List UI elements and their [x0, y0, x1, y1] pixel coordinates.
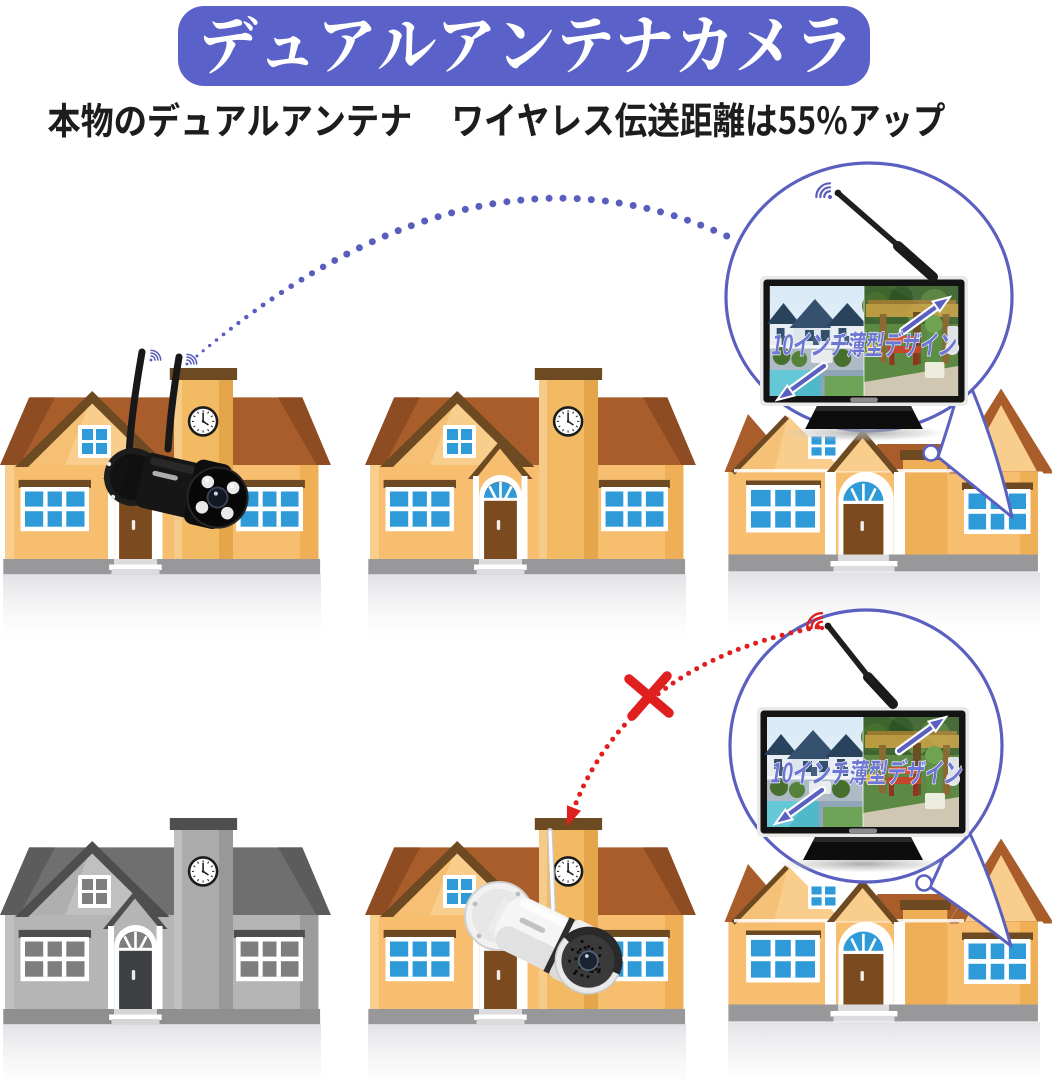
subtitle-right-glyphs: [455, 102, 945, 138]
monitor-bottom: 10インチ薄型デザイン: [757, 608, 1014, 872]
caption-glyphs: [770, 758, 963, 786]
inset-bubble-top: 10インチ薄型デザイン: [724, 161, 1017, 519]
blocked-cross-icon: [624, 671, 674, 721]
signal-arrowhead-icon: [566, 805, 581, 827]
camera-logo-mark: [519, 917, 546, 933]
caption-text: 10インチ薄型デザイン: [771, 760, 1014, 787]
camera-dual-antenna: [104, 348, 249, 529]
subtitle-left-glyphs: [48, 101, 411, 138]
subtitle: 本物のデュアルアンテナ ワイヤレス伝送距離は55%アップ: [48, 101, 994, 142]
camera-antenna: [547, 828, 556, 913]
signal-arc-fail: [566, 624, 821, 827]
page-title: デュアルアンテナカメラ: [204, 20, 838, 85]
camera-body: [120, 452, 249, 529]
bubble-tail-curl: [922, 444, 940, 462]
monitor-antenna: [834, 189, 938, 282]
monitor-antenna: [824, 622, 898, 709]
bubble-tail-curl: [915, 874, 933, 892]
title-text-glyphs: [203, 15, 846, 74]
camera-single-antenna: [464, 828, 623, 995]
monitor-top: 10インチ薄型デザイン: [760, 179, 1017, 441]
house-top-middle: [365, 368, 696, 638]
camera-sunshield: [563, 926, 623, 975]
subtitle-left: 本物のデュアルアンテナ: [48, 101, 441, 142]
inset-bubble-bottom: 10インチ薄型デザイン: [728, 608, 1014, 948]
house-bottom-left-gray: [0, 818, 331, 1080]
monitor-caption-bottom: 10インチ薄型デザイン: [770, 758, 1014, 787]
caption-glyphs: [771, 330, 957, 358]
camera-antenna-right: [164, 353, 183, 453]
camera-antenna-left: [125, 348, 146, 459]
camera-body: [487, 897, 623, 995]
camera-lens: [207, 487, 228, 508]
caption-text: 10インチ薄型デザイン: [774, 331, 1017, 358]
camera-leds: [195, 475, 240, 520]
subtitle-right: ワイヤレス伝送距離は55%アップ: [455, 101, 994, 142]
monitor-caption-top: 10インチ薄型デザイン: [771, 330, 1017, 358]
title-banner: デュアルアンテナカメラ: [178, 6, 870, 86]
camera-logo-mark: [152, 470, 178, 481]
signal-arc-ok: [195, 194, 731, 358]
camera-lens: [578, 951, 598, 971]
